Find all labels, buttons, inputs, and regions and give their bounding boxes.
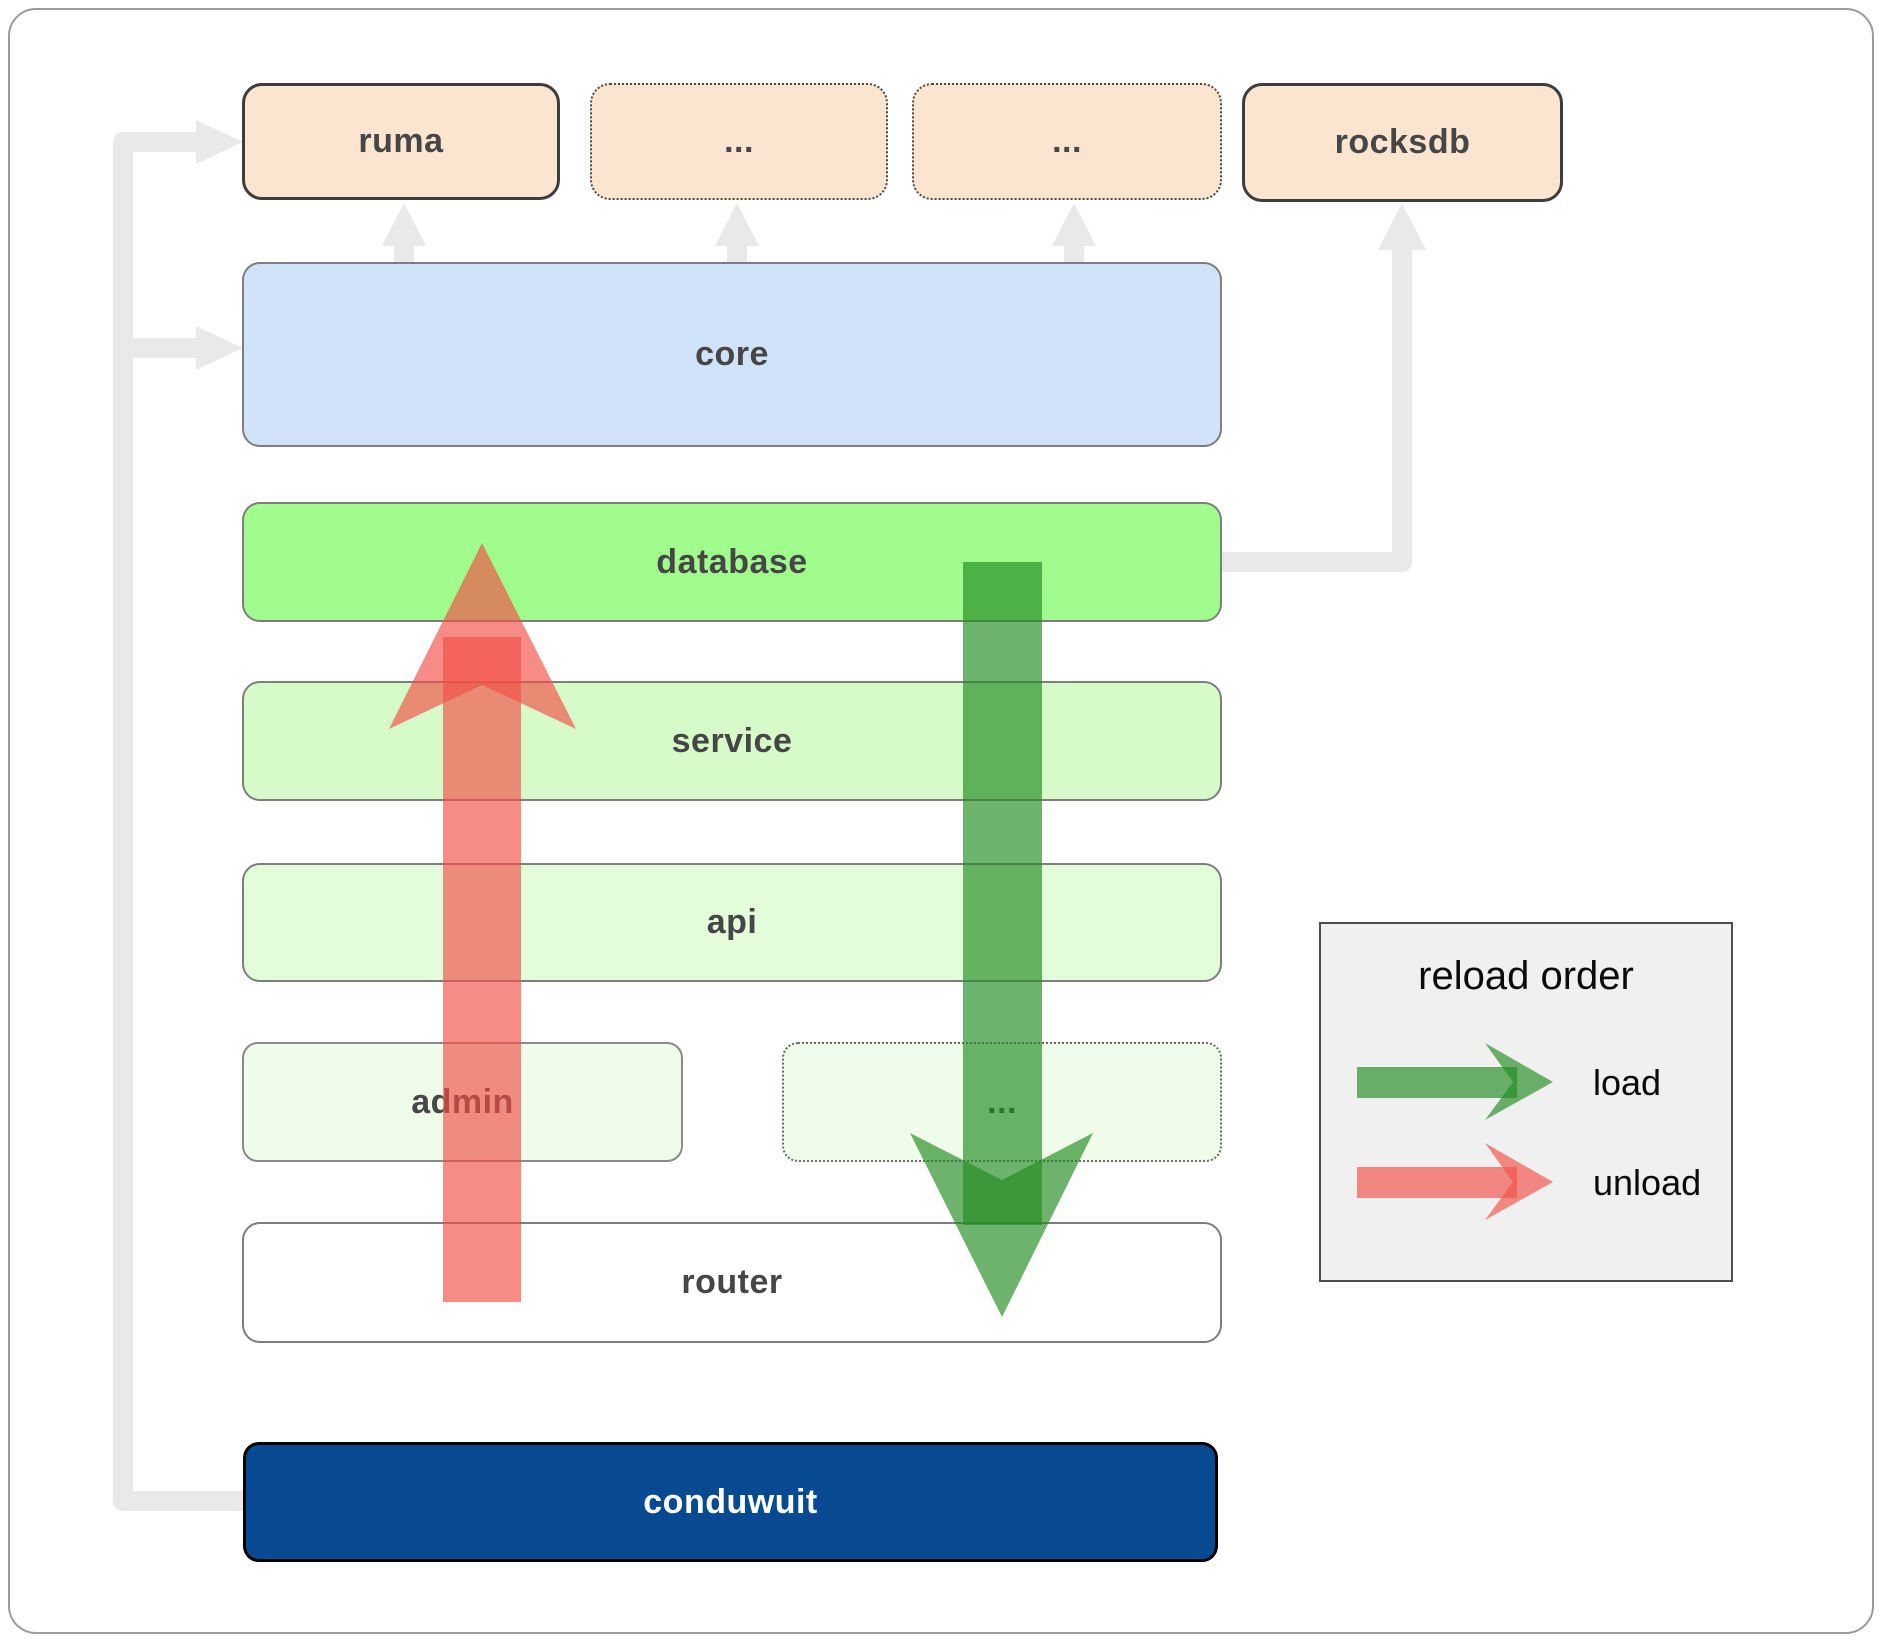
legend-title: reload order (1418, 954, 1634, 998)
legend: reload order load unload (1319, 922, 1733, 1282)
node-admin: admin (242, 1042, 683, 1162)
node-api: api (242, 863, 1222, 982)
node-router: router (242, 1222, 1222, 1343)
node-ellipsis-admin-row: ... (782, 1042, 1222, 1162)
node-core: core (242, 262, 1222, 447)
node-database: database (242, 502, 1222, 622)
node-conduwuit: conduwuit (243, 1442, 1218, 1562)
node-rocksdb: rocksdb (1242, 83, 1563, 202)
node-service: service (242, 681, 1222, 801)
node-ellipsis-top-2: ... (912, 83, 1222, 200)
node-ellipsis-top-1: ... (590, 83, 888, 200)
outer-frame (8, 8, 1874, 1634)
legend-load-label: load (1593, 1062, 1662, 1103)
legend-unload-label: unload (1593, 1162, 1702, 1203)
node-ruma: ruma (242, 83, 560, 200)
